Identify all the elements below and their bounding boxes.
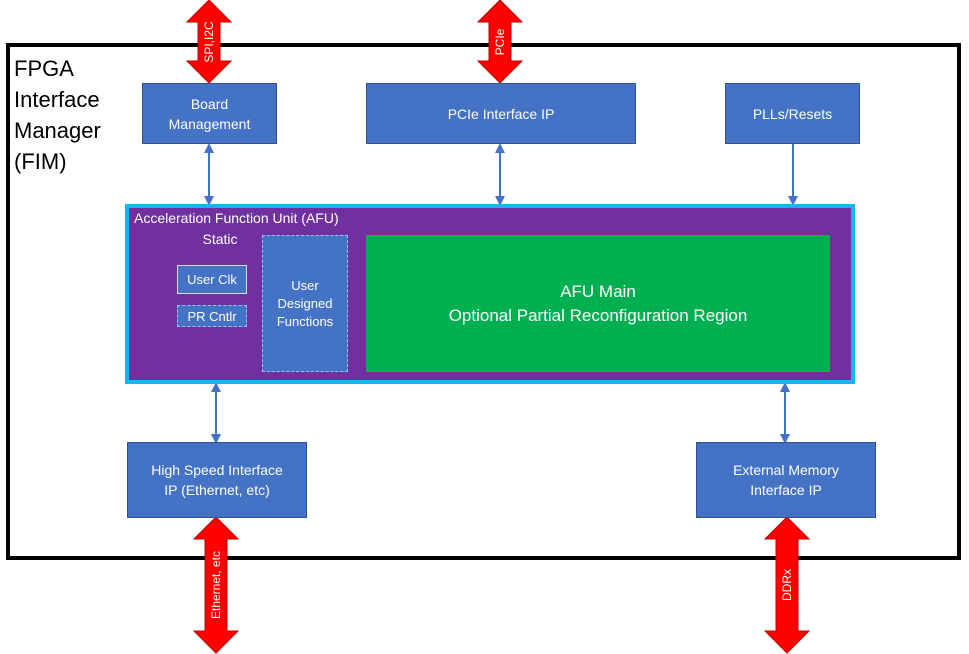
afu-title: Acceleration Function Unit (AFU) — [134, 210, 339, 226]
ddrx-label: DDRx — [780, 569, 794, 601]
ddrx-arrow — [763, 516, 811, 654]
external-memory-interface-box: External Memory Interface IP — [696, 442, 876, 518]
ethernet-arrow — [192, 516, 240, 654]
user-designed-functions-box: User Designed Functions — [262, 235, 348, 372]
pr-cntlr-box: PR Cntlr — [177, 305, 247, 327]
static-label: Static — [202, 231, 238, 247]
board-management-box: Board Management — [142, 83, 277, 144]
plls-resets-box: PLLs/Resets — [725, 83, 860, 144]
spi-i2c-label: SPI,I2C — [202, 21, 216, 63]
user-clk-box: User Clk — [177, 265, 247, 294]
ethernet-label: Ethernet, etc — [209, 550, 223, 620]
pcie-io-label: PCIe — [493, 28, 507, 56]
high-speed-interface-box: High Speed Interface IP (Ethernet, etc) — [127, 442, 307, 518]
afu-main-title: AFU Main — [560, 281, 636, 301]
afu-main-region: AFU Main Optional Partial Reconfiguratio… — [366, 235, 830, 372]
fim-label: FPGA Interface Manager (FIM) — [14, 56, 101, 174]
pcie-interface-ip-box: PCIe Interface IP — [366, 83, 636, 144]
afu-main-subtitle: Optional Partial Reconfiguration Region — [448, 305, 748, 325]
